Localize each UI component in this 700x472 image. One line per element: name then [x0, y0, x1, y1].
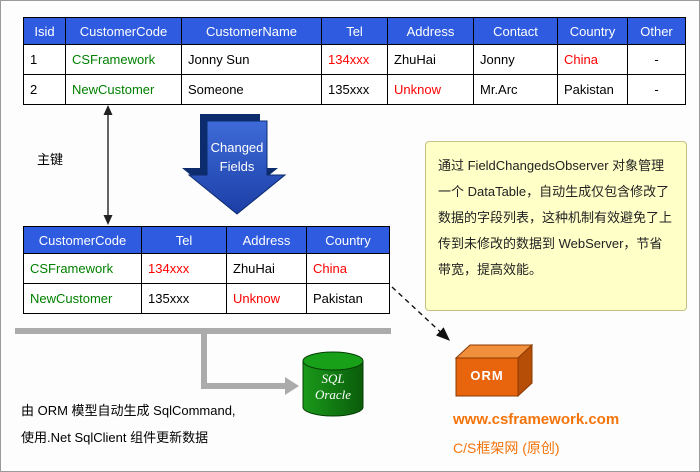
- source-table-header-row: Isid CustomerCode CustomerName Tel Addre…: [23, 17, 686, 45]
- table-cell: ZhuHai: [226, 253, 307, 284]
- table-row: 1 CSFramework Jonny Sun 134xxx ZhuHai Jo…: [23, 44, 686, 75]
- table-cell: 1: [23, 44, 66, 75]
- column-header: Other: [627, 17, 686, 45]
- table-cell: 134xxx: [321, 44, 388, 75]
- changed-fields-line1: Changed: [210, 140, 264, 155]
- sql-line2: Oracle: [314, 387, 352, 402]
- site-brand-text: C/S框架网 (原创): [453, 440, 560, 456]
- table-cell: Pakistan: [306, 283, 390, 314]
- orm-description: 由 ORM 模型自动生成 SqlCommand, 使用.Net SqlClien…: [21, 397, 236, 451]
- orm-cube-label: ORM: [470, 368, 504, 383]
- sql-line1: SQL: [321, 371, 345, 386]
- primary-key-label: 主键: [37, 152, 64, 167]
- changed-fields-table: CustomerCode Tel Address Country CSFrame…: [23, 226, 390, 314]
- table-cell: -: [627, 44, 686, 75]
- table-cell: NewCustomer: [65, 74, 182, 105]
- table-cell: CSFramework: [65, 44, 182, 75]
- table-cell: -: [627, 74, 686, 105]
- explanation-note: 通过 FieldChangedsObserver 对象管理一个 DataTabl…: [425, 141, 687, 311]
- table-cell: Unknow: [387, 74, 474, 105]
- table-cell: CSFramework: [23, 253, 142, 284]
- table-cell: China: [306, 253, 390, 284]
- column-header: Country: [557, 17, 628, 45]
- table-cell: Pakistan: [557, 74, 628, 105]
- table-row: NewCustomer 135xxx Unknow Pakistan: [23, 283, 390, 314]
- changed-fields-line2: Fields: [219, 159, 255, 174]
- table-cell: 134xxx: [141, 253, 227, 284]
- table-cell: China: [557, 44, 628, 75]
- table-row: 2 NewCustomer Someone 135xxx Unknow Mr.A…: [23, 74, 686, 105]
- table-row: CSFramework 134xxx ZhuHai China: [23, 253, 390, 284]
- column-header: Address: [226, 226, 307, 254]
- column-header: Contact: [473, 17, 558, 45]
- changed-table-header-row: CustomerCode Tel Address Country: [23, 226, 390, 254]
- changed-fields-label: Changed Fields: [195, 138, 279, 176]
- table-cell: Jonny: [473, 44, 558, 75]
- column-header: CustomerCode: [23, 226, 142, 254]
- source-table: Isid CustomerCode CustomerName Tel Addre…: [23, 17, 686, 105]
- column-header: Country: [306, 226, 390, 254]
- column-header: CustomerName: [181, 17, 322, 45]
- website-url: www.csframework.com: [453, 411, 620, 428]
- table-cell: 135xxx: [141, 283, 227, 314]
- column-header: Tel: [321, 17, 388, 45]
- table-cell: Unknow: [226, 283, 307, 314]
- column-header: CustomerCode: [65, 17, 182, 45]
- table-cell: Jonny Sun: [181, 44, 322, 75]
- table-cell: NewCustomer: [23, 283, 142, 314]
- orm-description-line2: 使用.Net SqlClient 组件更新数据: [21, 430, 209, 445]
- orm-description-line1: 由 ORM 模型自动生成 SqlCommand,: [21, 403, 236, 418]
- table-cell: Mr.Arc: [473, 74, 558, 105]
- column-header: Address: [387, 17, 474, 45]
- primary-key-double-arrow-icon: [103, 105, 113, 225]
- column-header: Isid: [23, 17, 66, 45]
- column-header: Tel: [141, 226, 227, 254]
- table-cell: ZhuHai: [387, 44, 474, 75]
- sql-cylinder-label: SQL Oracle: [303, 371, 363, 403]
- table-cell: Someone: [181, 74, 322, 105]
- table-cell: 135xxx: [321, 74, 388, 105]
- table-cell: 2: [23, 74, 66, 105]
